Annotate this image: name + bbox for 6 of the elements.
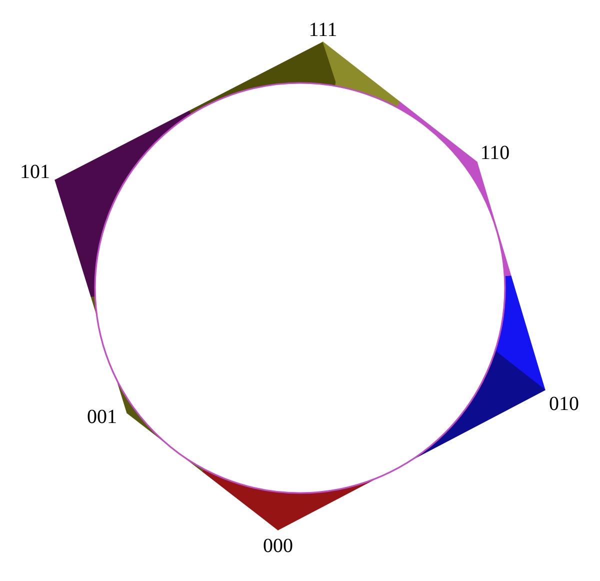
- vertex-label: 000: [263, 536, 293, 556]
- vertex-label: 110: [480, 143, 510, 163]
- vertex-label: 111: [308, 20, 338, 40]
- vertex-label: 010: [549, 394, 579, 414]
- vertex-label: 101: [20, 162, 50, 182]
- vertex-label: 001: [87, 407, 117, 427]
